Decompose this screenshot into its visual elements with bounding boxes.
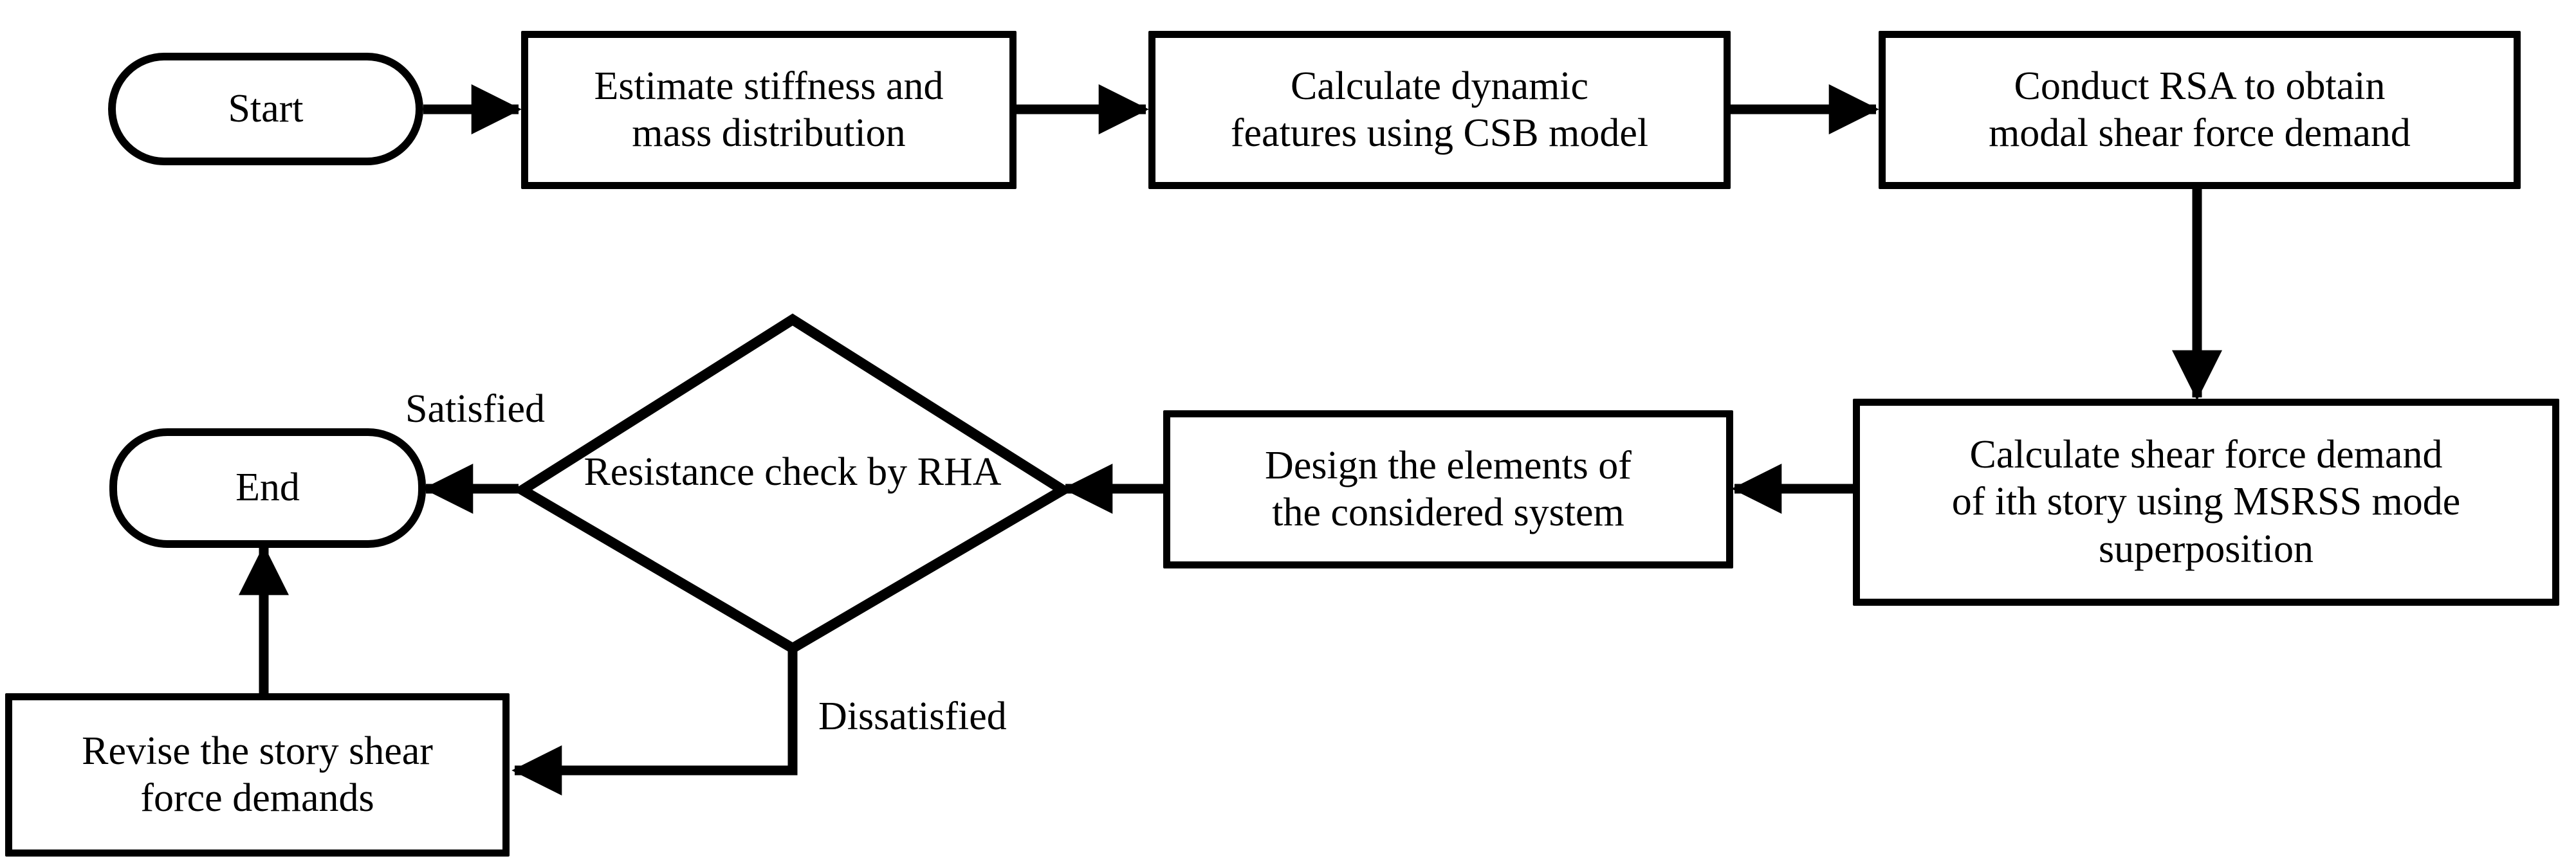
node-estimate-stiffness-label: Estimate stiffness and mass distribution [594,64,944,155]
node-revise-demands[interactable]: Revise the story shear force demands [5,693,510,857]
node-revise-demands-label: Revise the story shear force demands [82,729,433,820]
connector-check-to-revise [511,648,798,795]
edge-label-satisfied: Satisfied [405,387,545,431]
node-resistance-check-label: Resistance check by RHA [584,450,1002,494]
node-resistance-check[interactable]: Resistance check by RHA [522,320,1063,648]
node-start[interactable]: Start [108,53,423,165]
node-estimate-stiffness[interactable]: Estimate stiffness and mass distribution [521,31,1017,189]
node-end[interactable]: End [109,428,426,548]
node-calculate-dynamic-features-label: Calculate dynamic features using CSB mod… [1230,64,1649,155]
node-calculate-dynamic-features[interactable]: Calculate dynamic features using CSB mod… [1148,31,1731,189]
node-conduct-rsa-label: Conduct RSA to obtain modal shear force … [1989,64,2411,155]
node-design-elements-label: Design the elements of the considered sy… [1265,443,1632,534]
node-end-label: End [235,466,300,510]
node-conduct-rsa[interactable]: Conduct RSA to obtain modal shear force … [1879,31,2521,189]
node-calculate-msrss-label: Calculate shear force demand of ith stor… [1951,433,2461,571]
edge-label-dissatisfied: Dissatisfied [818,695,1007,738]
node-design-elements[interactable]: Design the elements of the considered sy… [1163,410,1733,568]
node-calculate-msrss[interactable]: Calculate shear force demand of ith stor… [1853,399,2559,606]
node-start-label: Start [228,86,304,131]
